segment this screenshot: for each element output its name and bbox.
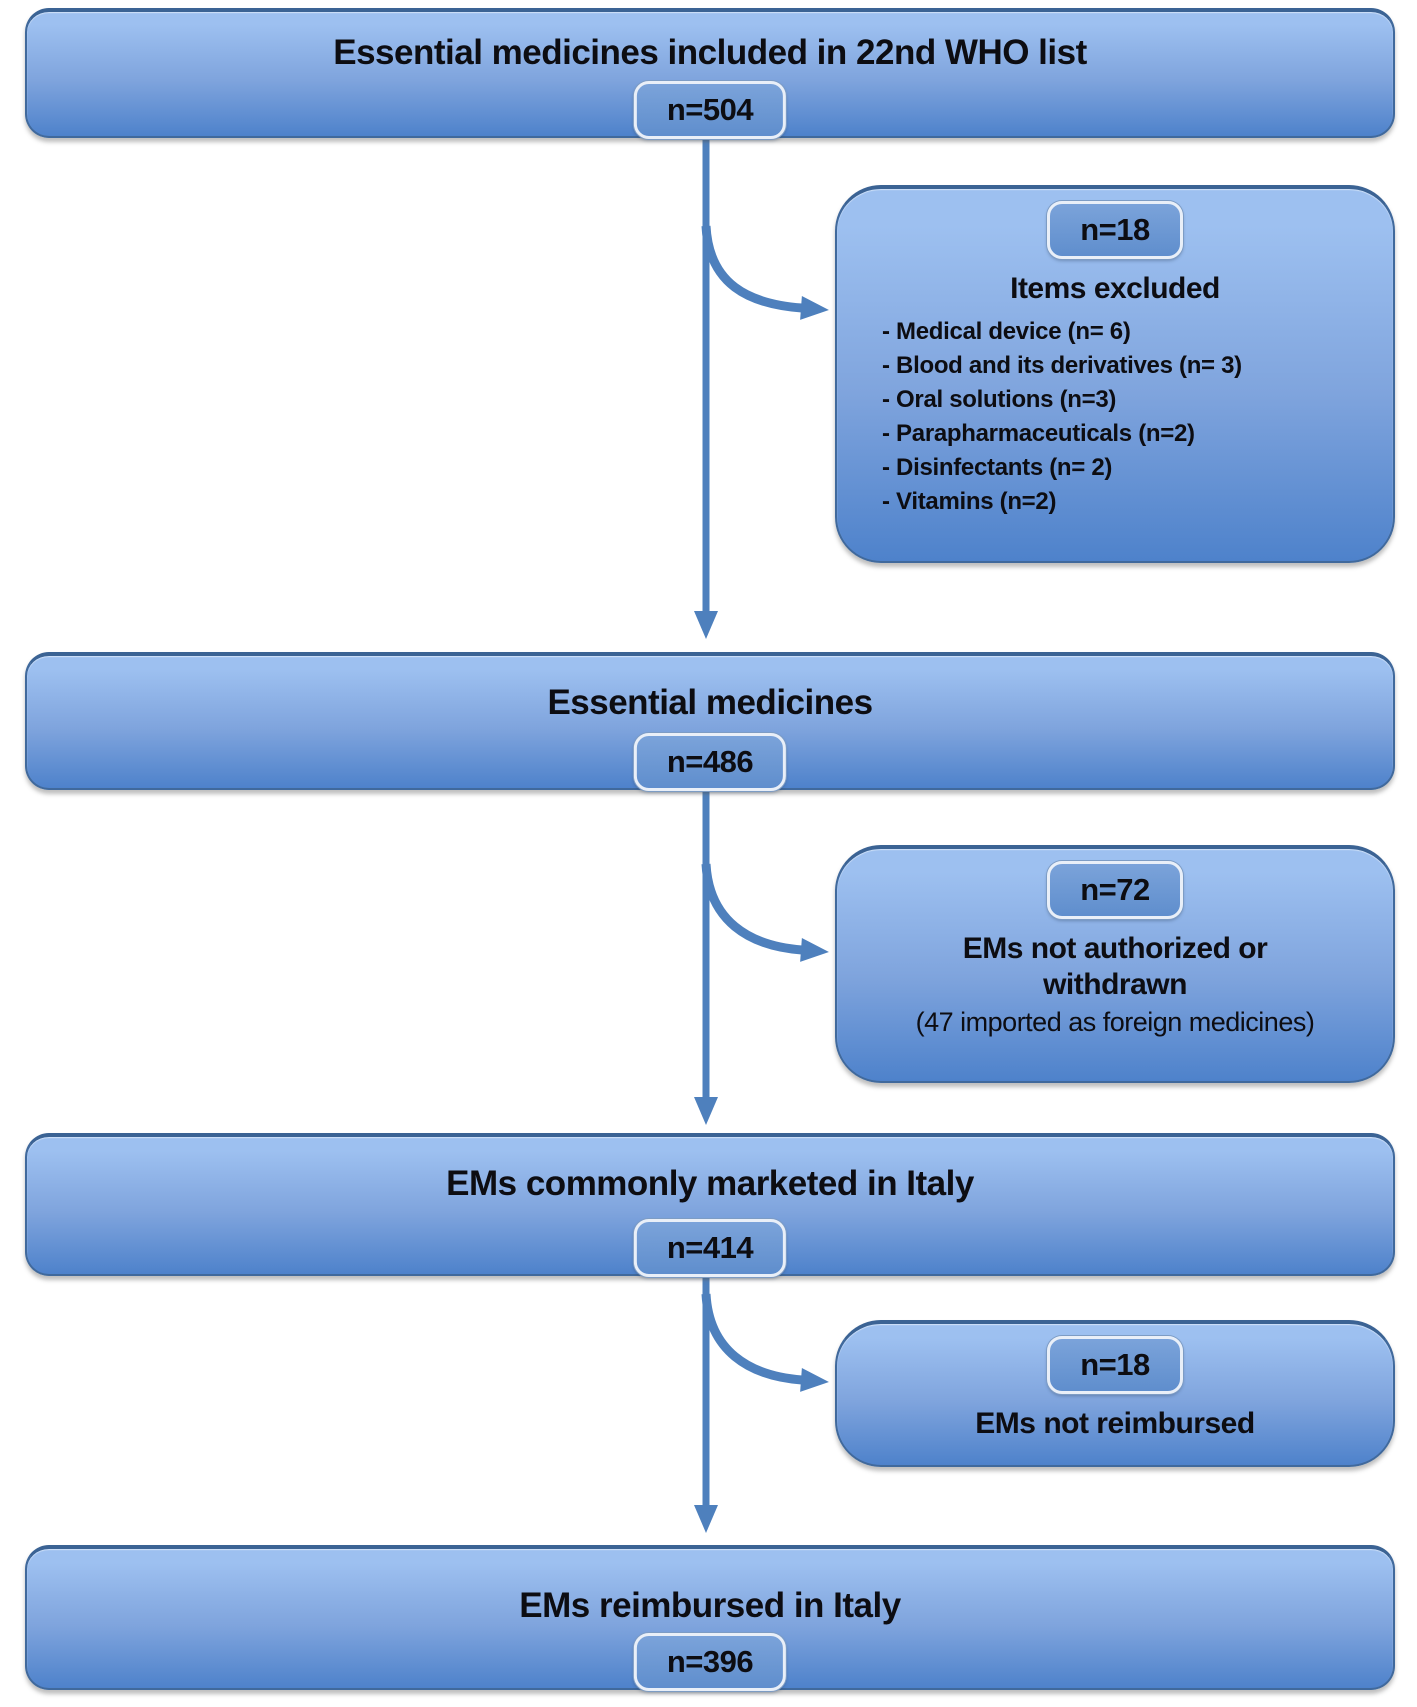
excluded-item: - Parapharmaceuticals (n=2) — [882, 420, 1195, 447]
excluded-item: - Medical device (n= 6) — [882, 318, 1131, 345]
side-box-not-authorized: n=72 EMs not authorized or withdrawn (47… — [835, 845, 1395, 1083]
count-badge: n=396 — [633, 1633, 787, 1691]
count-badge: n=18 — [1047, 201, 1183, 259]
excluded-item: - Oral solutions (n=3) — [882, 386, 1117, 413]
side-box-heading: EMs not reimbursed — [975, 1407, 1255, 1440]
box-title: EMs reimbursed in Italy — [519, 1586, 901, 1625]
arrow-branch-not-authorized — [701, 863, 829, 962]
count-badge: n=72 — [1047, 861, 1183, 919]
count-badge: n=504 — [633, 81, 787, 139]
excluded-items-list: - Medical device (n= 6) - Blood and its … — [837, 307, 1393, 519]
excluded-item: - Vitamins (n=2) — [882, 488, 1057, 515]
side-box-heading: Items excluded — [1010, 272, 1220, 305]
box-title: Essential medicines included in 22nd WHO… — [333, 33, 1087, 72]
main-box-who-list: Essential medicines included in 22nd WHO… — [25, 8, 1395, 139]
count-badge: n=414 — [633, 1219, 787, 1277]
side-box-items-excluded: n=18 Items excluded - Medical device (n=… — [835, 185, 1395, 563]
arrow-branch-not-reimbursed — [701, 1293, 829, 1392]
excluded-item: - Disinfectants (n= 2) — [882, 454, 1113, 481]
box-title: EMs commonly marketed in Italy — [446, 1164, 974, 1203]
side-box-note: (47 imported as foreign medicines) — [915, 1007, 1315, 1037]
main-box-marketed-italy: EMs commonly marketed in Italy n=414 — [25, 1133, 1395, 1277]
main-box-reimbursed-italy: EMs reimbursed in Italy n=396 — [25, 1545, 1395, 1691]
excluded-item: - Blood and its derivatives (n= 3) — [882, 352, 1242, 379]
count-badge: n=18 — [1047, 1336, 1183, 1394]
count-badge: n=486 — [633, 733, 787, 791]
box-title: Essential medicines — [547, 683, 873, 722]
side-box-not-reimbursed: n=18 EMs not reimbursed — [835, 1320, 1395, 1467]
arrow-branch-items-excluded — [701, 225, 829, 320]
side-box-heading: EMs not authorized or withdrawn — [962, 932, 1268, 1001]
main-box-essential-medicines: Essential medicines n=486 — [25, 652, 1395, 791]
